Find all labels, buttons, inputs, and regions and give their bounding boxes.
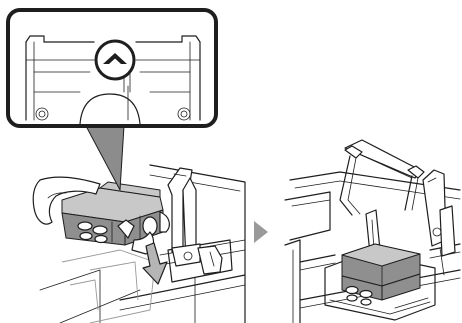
step-arrow-icon	[254, 221, 268, 243]
print-head	[61, 181, 164, 246]
callout-pointer	[85, 125, 125, 192]
chevron-up-circle-icon	[94, 39, 136, 81]
right-panel	[284, 139, 461, 323]
open-cover-frame	[339, 139, 425, 216]
seated-print-head	[324, 243, 436, 321]
left-panel	[6, 8, 246, 323]
push-down-arrow	[142, 242, 168, 285]
magnified-callout	[6, 8, 218, 128]
carriage-ghost	[61, 249, 156, 323]
lock-lever-right	[422, 169, 456, 276]
lock-lever-left	[167, 167, 233, 283]
